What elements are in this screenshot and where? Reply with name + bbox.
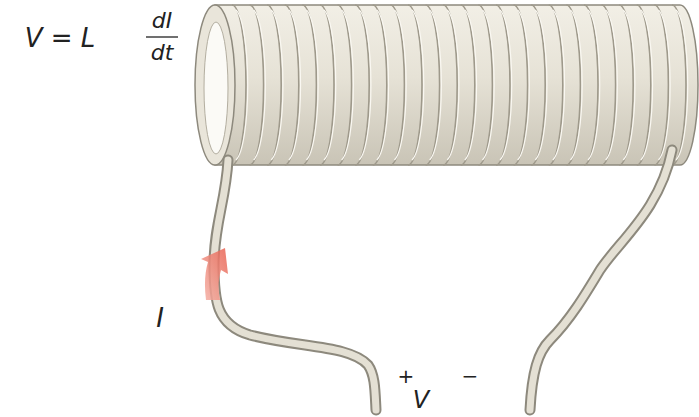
current-label: I (156, 305, 164, 331)
coil (195, 5, 698, 165)
fraction-denominator: dt (151, 42, 174, 64)
fraction-numerator: dI (152, 10, 172, 32)
plus-terminal: + (398, 366, 415, 386)
equation-lhs: V = L (25, 25, 96, 51)
current-arrow (201, 248, 228, 300)
voltage-label: V (413, 388, 429, 412)
lead-wires (214, 150, 672, 410)
fraction-bar (146, 36, 178, 37)
minus-terminal: − (462, 366, 479, 386)
